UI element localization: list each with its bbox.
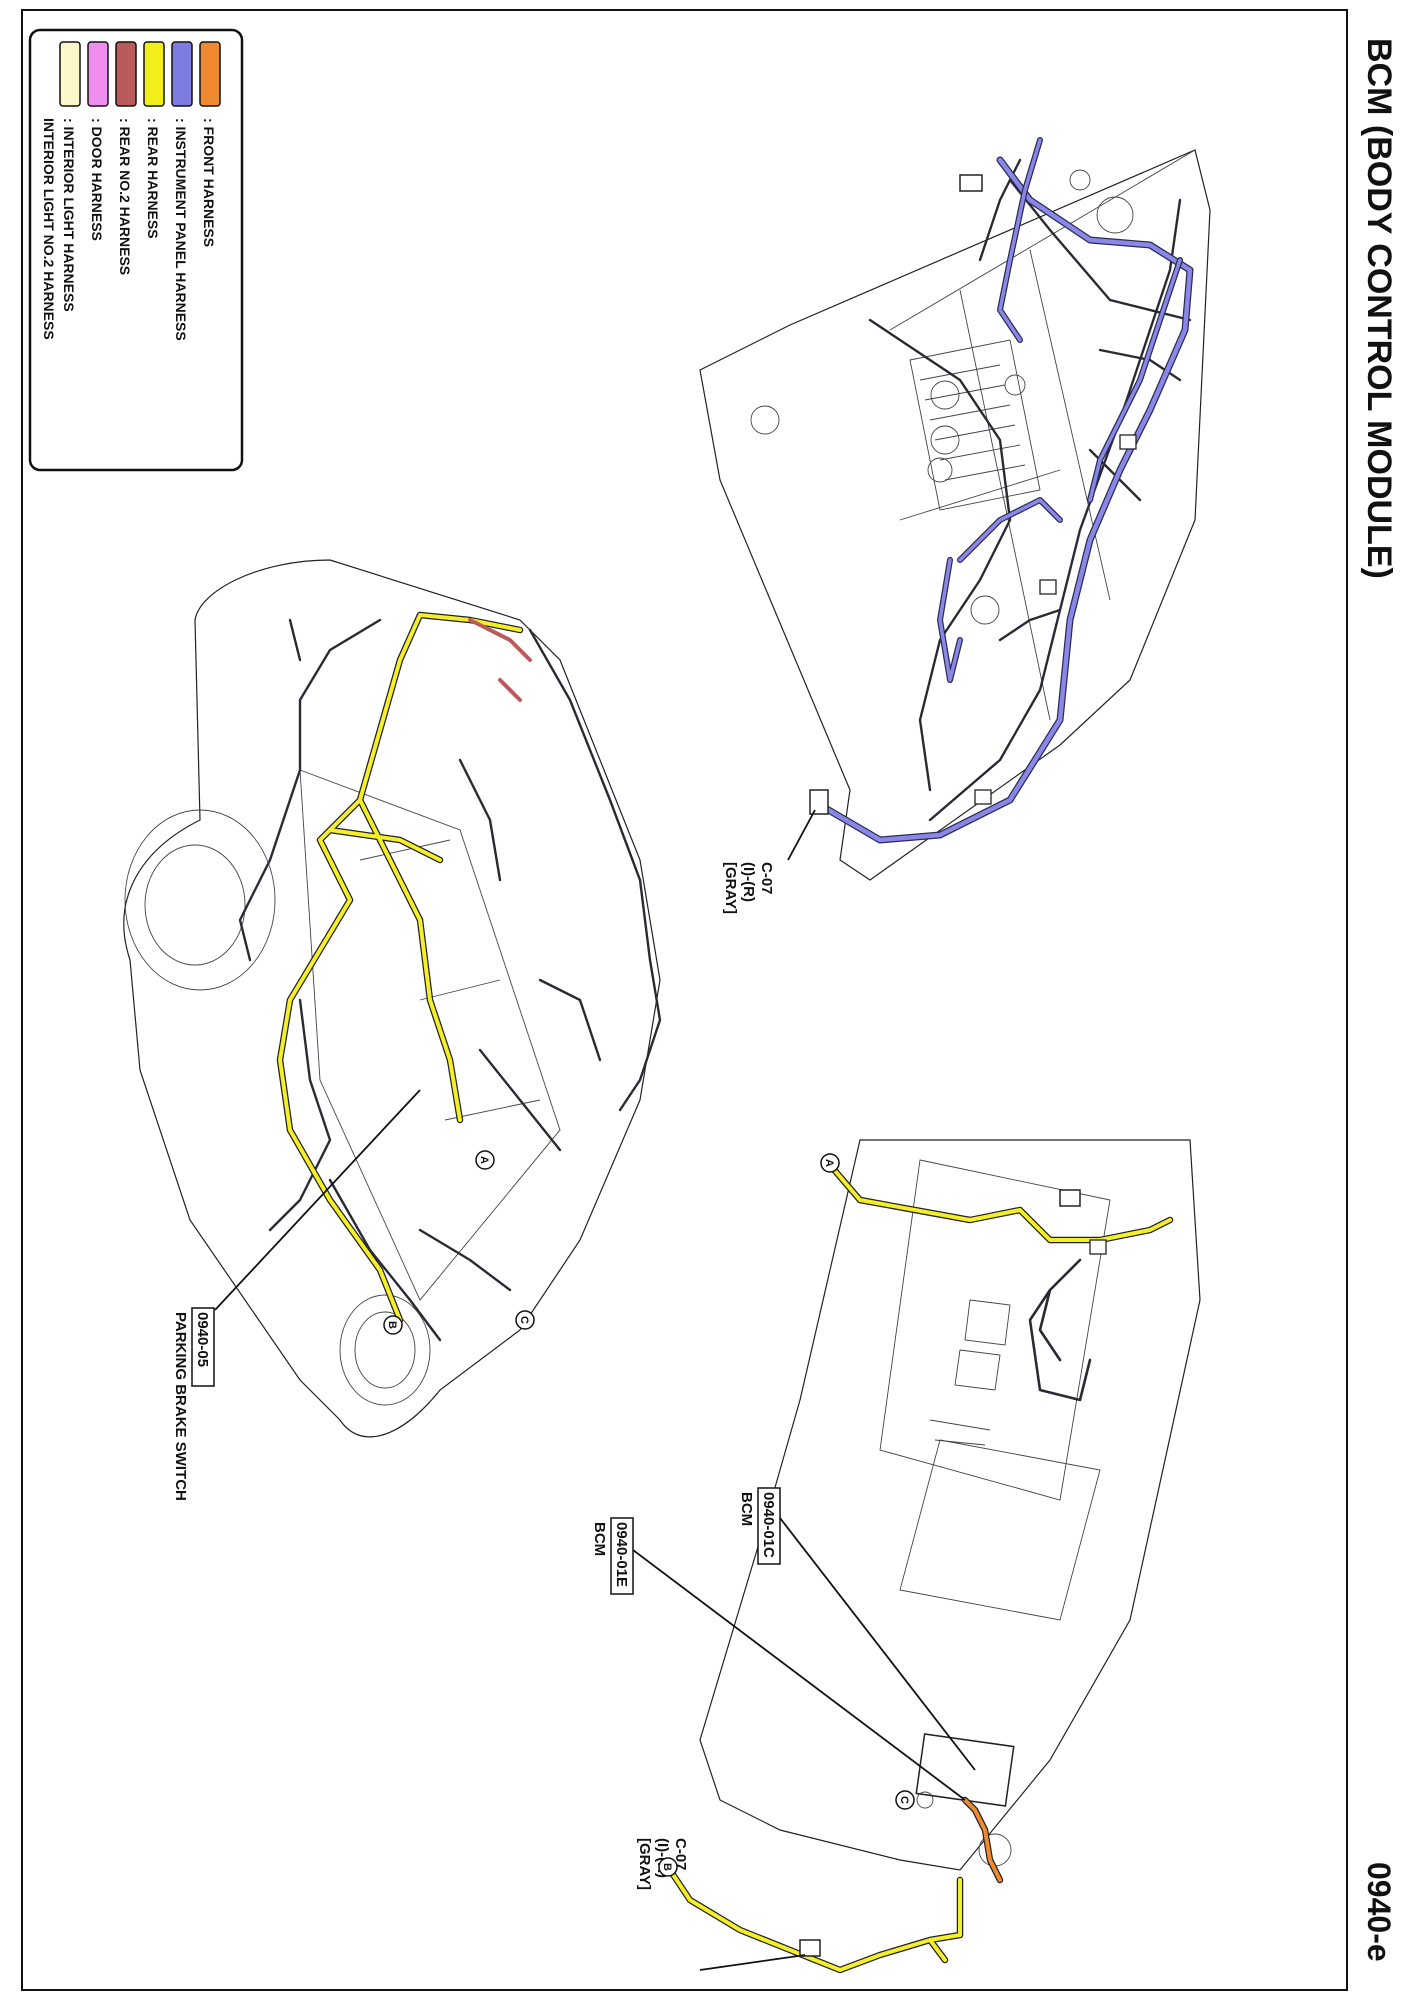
legend-swatch <box>171 41 193 107</box>
page-border <box>21 9 1348 1991</box>
ip-outline <box>699 149 1211 881</box>
callout-floor-c07: C-07 (I)-(R) [GRAY] <box>636 1838 806 1971</box>
svg-text:[GRAY]: [GRAY] <box>636 1838 653 1890</box>
legend-box <box>28 28 244 472</box>
marker-a: A <box>820 1153 840 1173</box>
legend-extra-label: INTERIOR LIGHT NO.2 HARNESS <box>41 118 57 340</box>
legend-swatch <box>143 41 165 107</box>
svg-text:B: B <box>386 1321 398 1329</box>
legend-label: : DOOR HARNESS <box>89 118 105 241</box>
callout-ip-c07: C-07 (I)-(R) [GRAY] <box>722 809 816 914</box>
svg-text:C: C <box>518 1316 530 1324</box>
svg-text:C: C <box>898 1796 910 1804</box>
page-code: 0940-e <box>1361 1862 1397 1962</box>
floor-console-view <box>666 1139 1201 1974</box>
legend-swatch <box>115 41 137 107</box>
legend-label: : REAR NO.2 HARNESS <box>117 118 133 275</box>
svg-text:(I)-(R): (I)-(R) <box>740 862 757 902</box>
marker-a-body: A <box>475 1150 495 1170</box>
marker-c-body: C <box>515 1310 535 1330</box>
instrument-panel-view <box>699 137 1211 881</box>
svg-text:0940-01E: 0940-01E <box>613 1522 630 1587</box>
page-title: BCM (BODY CONTROL MODULE) <box>1360 38 1398 579</box>
svg-text:BCM: BCM <box>738 1492 755 1526</box>
svg-text:BCM: BCM <box>591 1522 608 1556</box>
marker-c-floor: C <box>895 1790 915 1810</box>
legend-swatch <box>87 41 109 107</box>
svg-text:B: B <box>661 1863 673 1871</box>
body-outline <box>123 559 661 1438</box>
legend-label: : FRONT HARNESS <box>201 118 217 247</box>
svg-text:0940-01C: 0940-01C <box>760 1492 777 1558</box>
legend-swatch <box>199 41 221 107</box>
vehicle-body-view <box>123 559 662 1438</box>
svg-text:C-07: C-07 <box>758 862 775 895</box>
callout-bcm-c: 0940-01C BCM <box>738 1487 976 1771</box>
callout-parking-brake: 0940-05 PARKING BRAKE SWITCH <box>172 1089 421 1501</box>
harness-legend: : FRONT HARNESS : INSTRUMENT PANEL HARNES… <box>28 28 244 472</box>
svg-text:A: A <box>823 1159 835 1167</box>
callout-bcm-e: 0940-01E BCM <box>591 1517 966 1801</box>
marker-b-body: B <box>383 1315 403 1335</box>
legend-label: : INTERIOR LIGHT HARNESS <box>61 118 77 312</box>
marker-b: B <box>658 1857 678 1877</box>
legend-swatch <box>59 41 81 107</box>
legend-label: : INSTRUMENT PANEL HARNESS <box>173 118 189 341</box>
legend-label: : REAR HARNESS <box>145 118 161 239</box>
svg-text:PARKING BRAKE SWITCH: PARKING BRAKE SWITCH <box>172 1312 189 1501</box>
svg-text:0940-05: 0940-05 <box>194 1312 211 1367</box>
svg-text:A: A <box>478 1156 490 1164</box>
svg-text:[GRAY]: [GRAY] <box>722 862 739 914</box>
